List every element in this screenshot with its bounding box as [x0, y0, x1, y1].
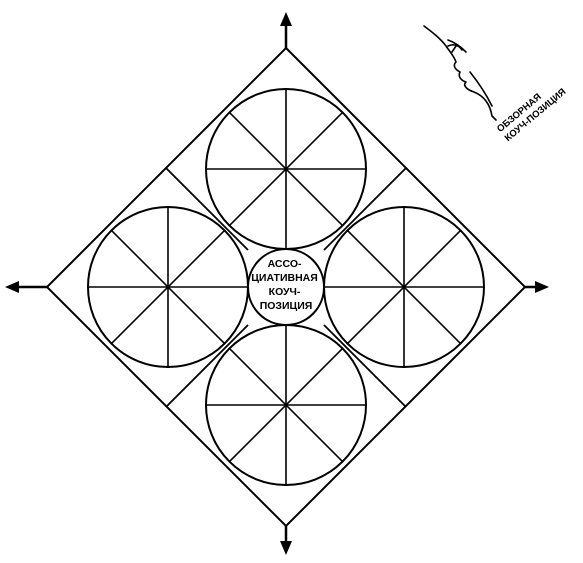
wheel-top	[206, 89, 366, 249]
arrow-down-icon	[280, 541, 292, 555]
observer-label: ОБЗОРНАЯ КОУЧ-ПОЗИЦИЯ	[495, 77, 568, 144]
center-label-line-3: КОУЧ-	[269, 286, 301, 298]
arrow-right-icon	[535, 281, 549, 293]
face-profile-line	[424, 26, 496, 120]
center-label-line-2: ЦИАТИВНАЯ	[251, 272, 318, 284]
observer-face-icon	[424, 26, 496, 120]
face-cheek-line	[470, 72, 492, 106]
center-label-line-4: ПОЗИЦИЯ	[260, 300, 313, 312]
arrow-up-icon	[280, 12, 292, 26]
wheel-right	[324, 207, 484, 367]
wheel-bottom	[206, 325, 366, 485]
face-eyelash-line	[452, 46, 456, 52]
arrow-left-icon	[5, 281, 19, 293]
center-label-line-1: АССО-	[268, 258, 302, 270]
wheel-left	[88, 207, 248, 367]
